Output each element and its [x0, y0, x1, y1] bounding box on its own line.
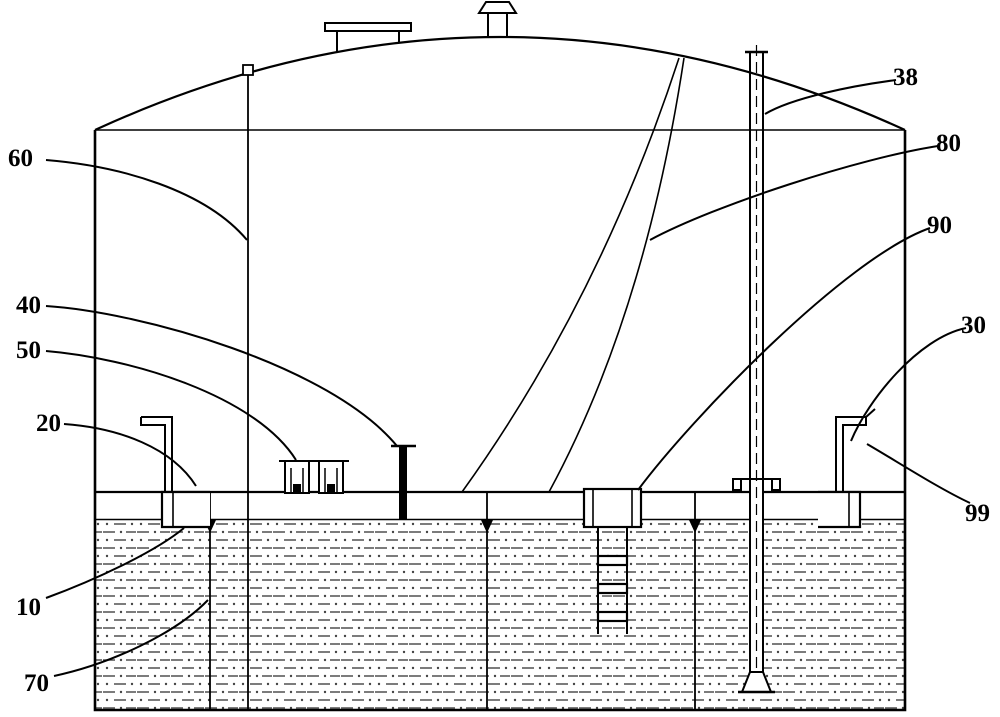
part-label-90: 90 — [927, 212, 952, 239]
gauge-pipe-funnel — [738, 671, 775, 694]
roof-vent — [477, 1, 518, 37]
part-label-10: 10 — [16, 594, 41, 621]
leader-38 — [764, 79, 897, 115]
tank-shell — [93, 129, 907, 712]
leader-60 — [45, 159, 248, 241]
part-labels: 60 40 50 20 10 70 38 80 90 30 99 — [8, 64, 990, 697]
leader-50 — [45, 350, 297, 461]
deck-seal-left — [160, 490, 210, 529]
roof-manhole — [324, 22, 412, 52]
deck-bracket-left — [140, 416, 173, 492]
deck-seal-right — [818, 490, 862, 529]
leader-40 — [45, 305, 398, 447]
gauge-pipe — [732, 45, 781, 686]
part-label-50: 50 — [16, 337, 41, 364]
deck-bracket-right — [835, 408, 876, 492]
leader-20 — [63, 423, 197, 487]
part-label-99: 99 — [965, 500, 990, 527]
deck-vent-fitting — [391, 444, 416, 520]
leader-90 — [637, 227, 931, 491]
part-label-70: 70 — [24, 670, 49, 697]
leader-30 — [850, 327, 967, 442]
leader-99 — [866, 443, 971, 504]
leader-80 — [649, 145, 939, 241]
leader-10 — [45, 527, 185, 599]
stored-liquid-region — [96, 520, 904, 709]
tank-dome — [94, 35, 906, 131]
part-label-38: 38 — [893, 64, 918, 91]
part-label-80: 80 — [936, 130, 961, 157]
anti-rotation-guide — [242, 64, 254, 710]
part-label-20: 20 — [36, 410, 61, 437]
part-label-40: 40 — [16, 292, 41, 319]
part-label-30: 30 — [961, 312, 986, 339]
leader-lines — [45, 79, 971, 677]
seal-clamp-fittings — [279, 460, 349, 494]
center-well — [582, 487, 643, 529]
deck-ladder — [596, 527, 629, 634]
part-label-60: 60 — [8, 145, 33, 172]
support-cable — [461, 57, 685, 493]
floating-deck — [95, 490, 905, 521]
leader-70 — [53, 599, 209, 677]
